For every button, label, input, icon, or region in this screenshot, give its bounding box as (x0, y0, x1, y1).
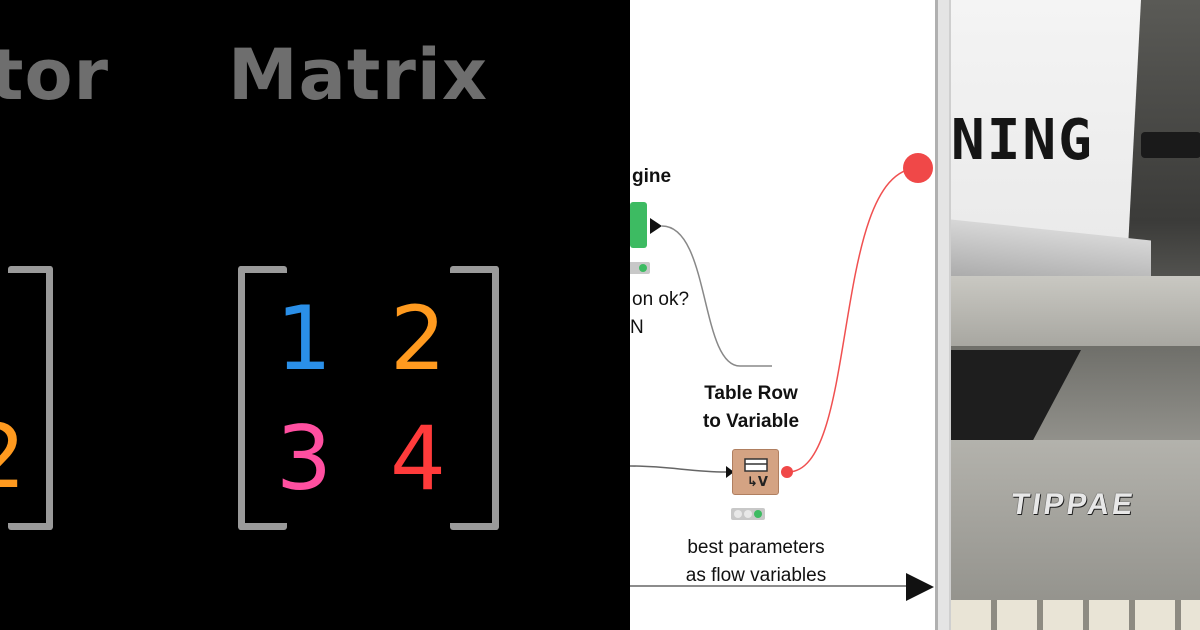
vector-heading: tor (0, 34, 110, 116)
variable-connection (787, 167, 919, 473)
table-row-to-variable-node[interactable]: ↳V (732, 449, 779, 495)
matrix-bracket-left (238, 266, 287, 530)
math-slide-panel: tor Matrix 2 1 2 3 4 (0, 34, 499, 530)
node-status-bar (731, 508, 765, 520)
node-title-line1: Table Row (704, 383, 798, 404)
learner-status-line1: on ok? (632, 289, 690, 310)
data-connection-in (630, 465, 727, 473)
typewriter-keys (951, 600, 1200, 630)
svg-text:↳V: ↳V (747, 475, 768, 490)
node-caption-line1: best parameters (687, 537, 825, 558)
learner-status-line2: N (630, 317, 644, 338)
status-light (630, 264, 637, 272)
data-connection-curve (661, 225, 772, 367)
node-title: Table Row to Variable (680, 380, 822, 435)
table-row-to-variable-icon: ↳V (744, 458, 768, 490)
workflow-connections (630, 153, 934, 601)
vector-value: 2 (0, 413, 26, 501)
matrix-cell: 3 (276, 407, 332, 510)
matrix-heading: Matrix (228, 34, 489, 116)
typewriter-brand: TIPPAE (1008, 488, 1138, 521)
input-port-arrow (726, 466, 734, 478)
matrix-bracket-right (450, 266, 499, 530)
learner-node[interactable] (630, 202, 647, 248)
workflow-canvas: gine on ok? N Table Row to Variable ↳V b… (630, 0, 935, 630)
status-light (734, 510, 742, 518)
learner-node-title: gine (632, 166, 672, 187)
typewriter-slot (951, 350, 1081, 440)
paper-bail-bar (1141, 132, 1200, 158)
variable-port-end (903, 153, 933, 183)
paper-typed-text: NING (951, 108, 1094, 173)
matrix-cell: 1 (276, 287, 332, 390)
variable-port-out (781, 466, 793, 478)
matrix-cell: 4 (390, 407, 446, 510)
typewriter-body (951, 440, 1200, 630)
status-light (744, 510, 752, 518)
learner-output-arrow (650, 218, 662, 234)
learner-status-bar (630, 262, 650, 274)
matrix-cell: 2 (390, 287, 446, 390)
typewriter-photo: NING TIPPAE (951, 0, 1200, 630)
node-caption: best parameters as flow variables (670, 534, 842, 589)
node-title-line2: to Variable (702, 410, 800, 432)
window-scrollbar[interactable] (935, 0, 951, 630)
vector-bracket-right (8, 266, 53, 530)
node-caption-line2: as flow variables (685, 564, 827, 586)
status-light-green (639, 264, 647, 272)
typewriter-carriage (951, 276, 1200, 346)
status-light-green (754, 510, 762, 518)
output-arrow (906, 573, 934, 601)
